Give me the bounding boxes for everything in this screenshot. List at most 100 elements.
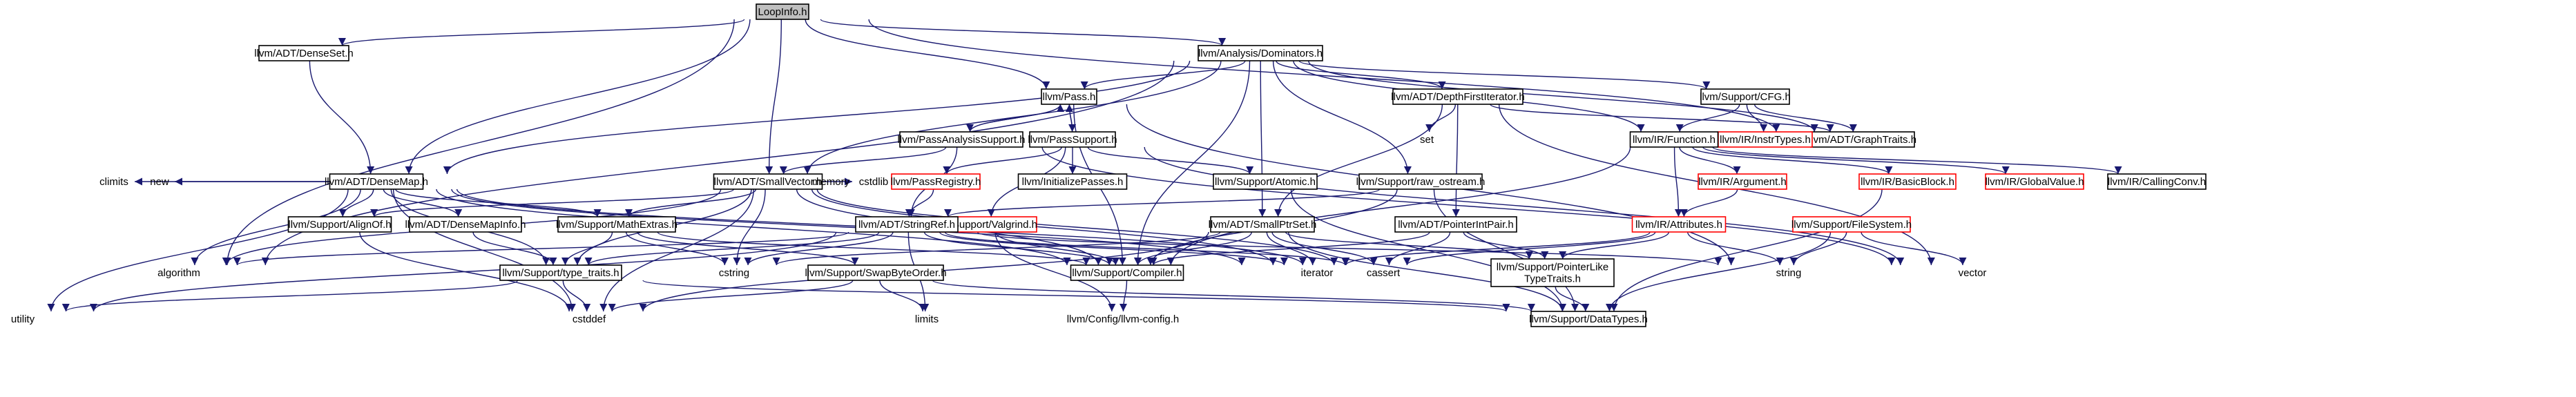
edge-dominators-to-graphtraits: [1308, 60, 1818, 133]
edge-attributes-to-cassert: [1403, 231, 1656, 266]
node-densemap[interactable]: llvm/ADT/DenseMap.h: [325, 173, 428, 190]
node-label-rawostream: llvm/Support/raw_ostream.h: [1356, 176, 1486, 188]
edge-densemap-to-mathextras: [395, 188, 602, 217]
node-instrtypes[interactable]: llvm/IR/InstrTypes.h: [1718, 131, 1813, 148]
node-label-set: set: [1420, 134, 1434, 146]
node-function[interactable]: llvm/IR/Function.h: [1629, 131, 1719, 148]
node-box-atomic: [1213, 173, 1318, 190]
node-label-memory: memory: [812, 176, 850, 188]
edge-root-to-graphtraits: [868, 19, 1780, 133]
node-box-filesystem: [1792, 216, 1911, 233]
node-passregistry[interactable]: llvm/PassRegistry.h: [891, 173, 981, 190]
node-dominators[interactable]: llvm/Analysis/Dominators.h: [1198, 45, 1323, 61]
edge-smallvector-to-cstddef: [599, 188, 754, 312]
node-set: set: [1420, 134, 1434, 146]
node-label-typetraits: llvm/Support/type_traits.h: [502, 267, 619, 279]
edge-stringref-to-algorithm: [233, 231, 849, 266]
node-densesetH[interactable]: llvm/ADT/DenseSet.h: [254, 45, 354, 61]
node-cstddef: cstddef: [573, 313, 606, 325]
edge-mathextras-to-swapbyteorder: [637, 231, 859, 266]
node-box-typetraits: [499, 264, 622, 281]
node-basicblock[interactable]: llvm/IR/BasicBlock.h: [1858, 173, 1957, 190]
node-globalvalue[interactable]: llvm/IR/GlobalValue.h: [1985, 173, 2084, 190]
edge-attributes-to-string: [1687, 231, 1784, 266]
node-label-cstddef: cstddef: [573, 313, 606, 325]
node-label-pointerintpair: llvm/ADT/PointerIntPair.h: [1398, 219, 1514, 231]
node-callingconv[interactable]: llvm/IR/CallingConv.h: [2107, 173, 2207, 190]
node-argument[interactable]: llvm/IR/Argument.h: [1698, 173, 1787, 190]
node-compiler[interactable]: llvm/Support/Compiler.h: [1070, 264, 1184, 281]
node-vector: vector: [1959, 267, 1987, 279]
node-label-limits: limits: [915, 313, 939, 325]
node-smallptrset[interactable]: llvm/ADT/SmallPtrSet.h: [1209, 216, 1317, 233]
edge-pointerintpair-to-compiler: [1149, 231, 1430, 266]
node-alignof[interactable]: llvm/Support/AlignOf.h: [287, 216, 392, 233]
edge-dominators-to-pass: [1080, 60, 1246, 90]
node-box-passsupport: [1029, 131, 1116, 148]
node-atomic[interactable]: llvm/Support/Atomic.h: [1213, 173, 1318, 190]
node-box-passanalysis: [899, 131, 1023, 148]
edge-dominators-to-densemap: [443, 60, 1191, 175]
edge-dominators-to-smallvector: [803, 60, 1222, 175]
node-limits: limits: [915, 313, 939, 325]
edge-filesystem-to-datatypes: [1605, 231, 1832, 312]
edge-root-to-dominators: [820, 19, 1226, 46]
node-passsupport[interactable]: llvm/PassSupport.h: [1028, 131, 1117, 148]
node-pass[interactable]: llvm/Pass.h: [1041, 88, 1097, 105]
edge-passsupport-to-passregistry: [943, 146, 1062, 175]
node-box-pass: [1041, 88, 1097, 105]
node-box-cfg: [1700, 88, 1790, 105]
node-graphtraits[interactable]: llvm/ADT/GraphTraits.h: [1809, 131, 1916, 148]
node-swapbyteorder[interactable]: llvm/Support/SwapByteOrder.h: [805, 264, 947, 281]
node-layer: LoopInfo.h llvm/ADT/DenseSet.h llvm/Analys…: [11, 3, 2207, 327]
node-box-datatypes: [1530, 311, 1646, 327]
node-dfi[interactable]: llvm/ADT/DepthFirstIterator.h: [1391, 88, 1525, 105]
edge-stringref-to-iterator: [939, 231, 1288, 266]
node-label-densemapinfo: llvm/ADT/DenseMapInfo.h: [405, 219, 526, 231]
node-box-globalvalue: [1985, 173, 2084, 190]
node-cstring: cstring: [719, 267, 749, 279]
node-label-string: string: [1776, 267, 1802, 279]
node-rawostream[interactable]: llvm/Support/raw_ostream.h: [1356, 173, 1486, 190]
edge-dominators-to-smallptrset: [1258, 60, 1267, 217]
node-typetraits[interactable]: llvm/Support/type_traits.h: [499, 264, 622, 281]
edge-smallvector-to-mathextras: [625, 188, 757, 217]
node-label-densemap: llvm/ADT/DenseMap.h: [325, 176, 428, 188]
node-cfg[interactable]: llvm/Support/CFG.h: [1700, 88, 1791, 105]
node-initpasses[interactable]: llvm/InitializePasses.h: [1017, 173, 1128, 190]
node-label-graphtraits: llvm/ADT/GraphTraits.h: [1809, 134, 1916, 146]
edge-passanalysis-to-smallvector: [779, 146, 947, 175]
node-attributes[interactable]: llvm/IR/Attributes.h: [1631, 216, 1727, 233]
node-passanalysis[interactable]: llvm/PassAnalysisSupport.h: [897, 131, 1026, 148]
edge-cfg-to-instrtypes: [1746, 104, 1768, 133]
node-label-function: llvm/IR/Function.h: [1633, 134, 1715, 146]
node-smallvector[interactable]: llvm/ADT/SmallVector.h: [713, 173, 823, 190]
node-label-attributes: llvm/IR/Attributes.h: [1635, 219, 1722, 231]
edge-basicblock-to-datatypes: [1610, 188, 1883, 312]
edge-mathextras-to-compiler: [657, 231, 1090, 266]
node-label-argument: llvm/IR/Argument.h: [1698, 176, 1787, 188]
edge-smallptrset-to-cassert: [1271, 231, 1378, 266]
node-mathextras[interactable]: llvm/Support/MathExtras.h: [556, 216, 677, 233]
node-root[interactable]: LoopInfo.h: [756, 3, 809, 20]
node-label-atomic: llvm/Support/Atomic.h: [1215, 176, 1316, 188]
node-box-dominators: [1198, 45, 1323, 61]
node-datatypes[interactable]: llvm/Support/DataTypes.h: [1529, 311, 1648, 327]
node-box-smallvector: [713, 173, 823, 190]
edge-pointerintpair-to-cassert: [1385, 231, 1451, 266]
edge-densemap-to-densemapinfo: [383, 188, 463, 217]
node-filesystem[interactable]: llvm/Support/FileSystem.h: [1791, 216, 1912, 233]
edge-cfg-to-graphtraits: [1753, 104, 1857, 133]
node-stringref[interactable]: llvm/ADT/StringRef.h: [855, 216, 959, 233]
edge-stringref-to-cassert: [944, 231, 1349, 266]
node-algorithm: algorithm: [157, 267, 200, 279]
node-pointerintpair[interactable]: llvm/ADT/PointerIntPair.h: [1394, 216, 1517, 233]
node-label-passsupport: llvm/PassSupport.h: [1028, 134, 1117, 146]
edge-attributes-to-ptrliketypetraits: [1559, 231, 1670, 260]
edge-cfg-to-function: [1675, 104, 1740, 133]
node-label-cstring: cstring: [719, 267, 749, 279]
node-densemapinfo[interactable]: llvm/ADT/DenseMapInfo.h: [405, 216, 526, 233]
node-label-utility: utility: [11, 313, 35, 325]
